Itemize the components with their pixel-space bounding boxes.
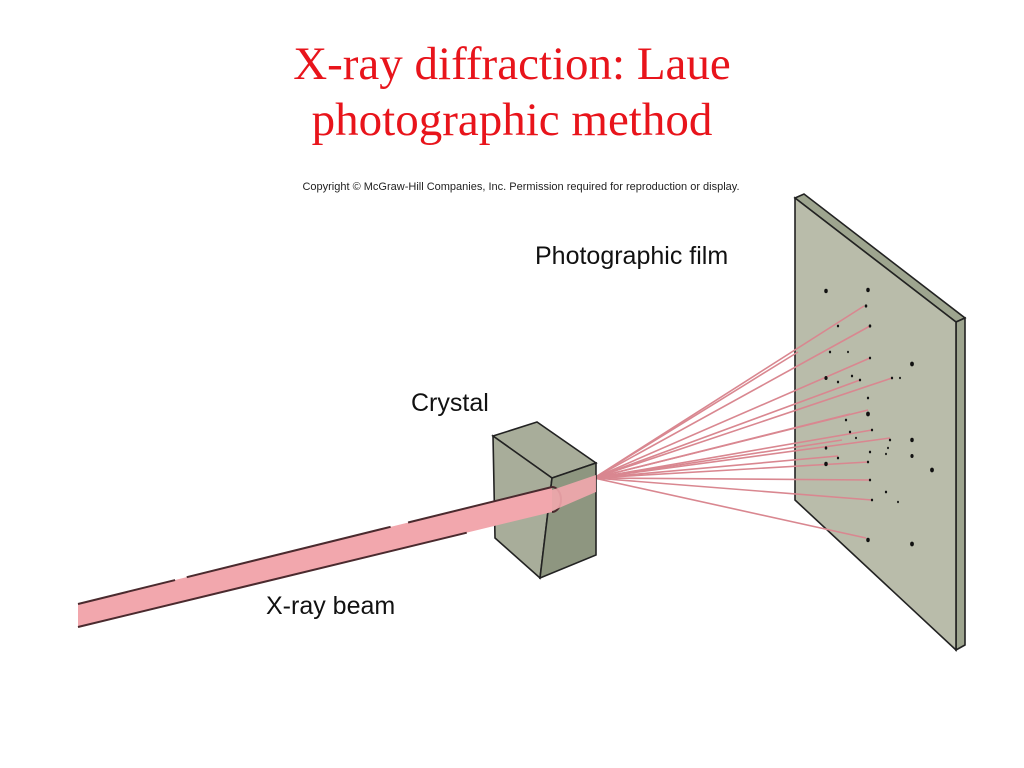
- diffraction-spot: [910, 454, 914, 458]
- diffraction-spot: [850, 374, 854, 378]
- diffraction-spot: [868, 450, 872, 454]
- slide-title: X-ray diffraction: Laue photographic met…: [0, 36, 1024, 148]
- diffracted-ray: [593, 379, 861, 479]
- diffraction-spot: [864, 304, 868, 308]
- diffracted-ray: [593, 429, 873, 479]
- beam-bottom-edge: [77, 511, 553, 628]
- film-face: [794, 196, 957, 652]
- title-line-1: X-ray diffraction: Laue: [293, 38, 731, 90]
- diffraction-spot: [855, 436, 857, 440]
- diffracted-ray: [593, 325, 871, 479]
- diffraction-spot: [930, 467, 934, 473]
- diffraction-spot: [885, 452, 887, 456]
- diffraction-spot: [824, 288, 828, 294]
- diffracted-ray: [593, 377, 893, 479]
- diffraction-spot: [836, 324, 840, 328]
- diffraction-spot: [868, 356, 872, 360]
- diffraction-spot: [866, 396, 870, 400]
- diffraction-spot: [866, 411, 870, 417]
- film-side-edge: [955, 316, 966, 652]
- x-ray-beam: [77, 475, 596, 628]
- diffraction-spot: [824, 446, 828, 450]
- diffraction-spot: [824, 461, 828, 467]
- beam-exit-glow: [552, 475, 596, 511]
- diffraction-spot: [888, 438, 892, 442]
- diffraction-spot: [844, 418, 848, 422]
- diffraction-spot: [848, 430, 852, 434]
- diffracted-rays: [593, 305, 893, 539]
- diffracted-ray: [593, 461, 869, 479]
- diffraction-spot: [866, 460, 870, 464]
- diffraction-spot: [847, 350, 849, 354]
- diffracted-ray: [593, 477, 867, 539]
- diffraction-spot: [836, 380, 840, 384]
- diffraction-spot: [858, 378, 862, 382]
- label-crystal: Crystal: [411, 389, 489, 417]
- diffraction-spot: [890, 376, 894, 380]
- diffraction-spot: [868, 478, 872, 482]
- diffracted-ray: [593, 477, 871, 481]
- diffraction-spot: [899, 376, 901, 380]
- photographic-film: [793, 193, 967, 652]
- diffracted-ray: [593, 477, 873, 501]
- diffraction-spot: [828, 350, 832, 354]
- copyright-notice: Copyright © McGraw-Hill Companies, Inc. …: [302, 181, 739, 193]
- diffracted-ray: [593, 357, 871, 479]
- label-x-ray-beam: X-ray beam: [266, 592, 395, 620]
- diffracted-ray: [593, 351, 799, 479]
- diffraction-spot: [910, 437, 914, 443]
- diffraction-spot: [836, 456, 840, 460]
- diffracted-ray: [593, 413, 851, 479]
- beam-top-edge: [77, 486, 553, 605]
- diffracted-ray: [593, 437, 891, 479]
- diffraction-spot: [910, 361, 914, 367]
- diffraction-spot: [866, 537, 870, 543]
- diffraction-spot: [910, 541, 914, 547]
- diffraction-spot: [887, 446, 889, 450]
- diffraction-spot: [866, 287, 870, 293]
- diffraction-spot: [884, 490, 888, 494]
- title-line-2: photographic method: [311, 94, 713, 146]
- diffraction-spot: [868, 324, 872, 328]
- diffracted-ray: [593, 455, 839, 479]
- diffraction-spot: [870, 498, 874, 502]
- diffraction-spot: [824, 376, 828, 380]
- beam-body: [78, 487, 552, 627]
- label-photographic-film: Photographic film: [535, 242, 728, 270]
- diffraction-spots: [824, 287, 934, 547]
- diffraction-spot: [897, 500, 899, 504]
- diffraction-spot: [870, 428, 874, 432]
